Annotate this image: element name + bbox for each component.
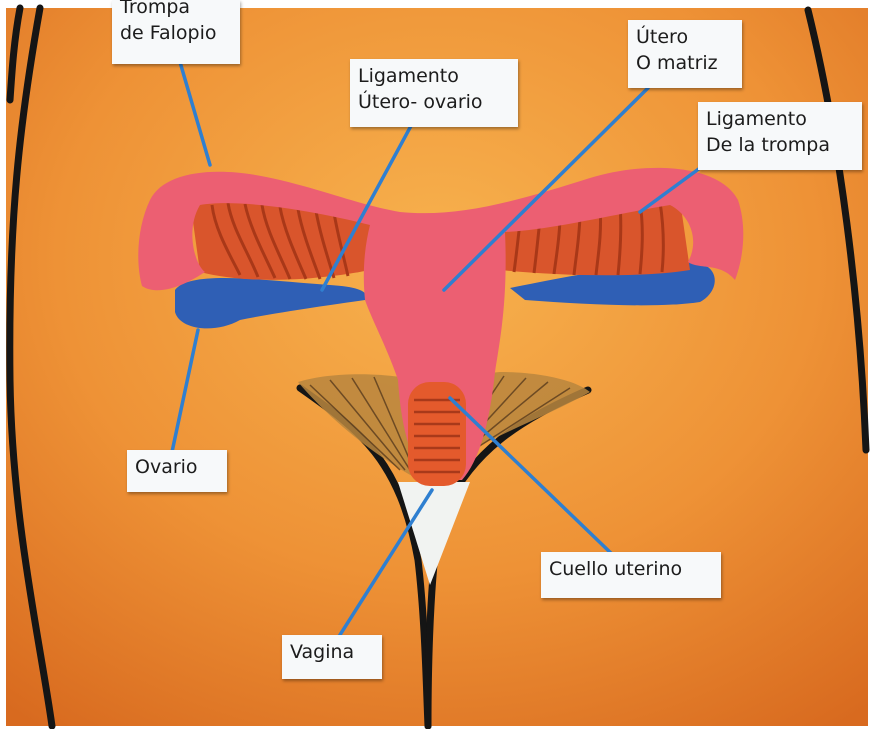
label-ligamento-trompa-line2: De la trompa [706,132,854,158]
label-ligamento-utero-ovario: Ligamento Útero- ovario [350,59,518,127]
label-utero-line2: O matriz [636,50,734,76]
label-ligamento-line1: Ligamento [358,63,510,89]
label-ligamento-line2: Útero- ovario [358,89,510,115]
label-trompa-line2: de Falopio [120,20,232,46]
label-vagina: Vagina [282,635,382,679]
label-cuello-uterino: Cuello uterino [541,552,721,598]
label-vagina-text: Vagina [290,639,374,665]
label-utero-o-matriz: Útero O matriz [628,20,742,88]
label-cuello-text: Cuello uterino [549,556,713,582]
label-ligamento-de-la-trompa: Ligamento De la trompa [698,102,862,170]
label-trompa-line1: Trompa [120,0,232,20]
label-ovario: Ovario [127,450,227,492]
cervix [408,382,466,486]
label-trompa-de-falopio: Trompa de Falopio [112,0,240,64]
label-ligamento-trompa-line1: Ligamento [706,106,854,132]
label-utero-line1: Útero [636,24,734,50]
label-ovario-text: Ovario [135,454,219,480]
